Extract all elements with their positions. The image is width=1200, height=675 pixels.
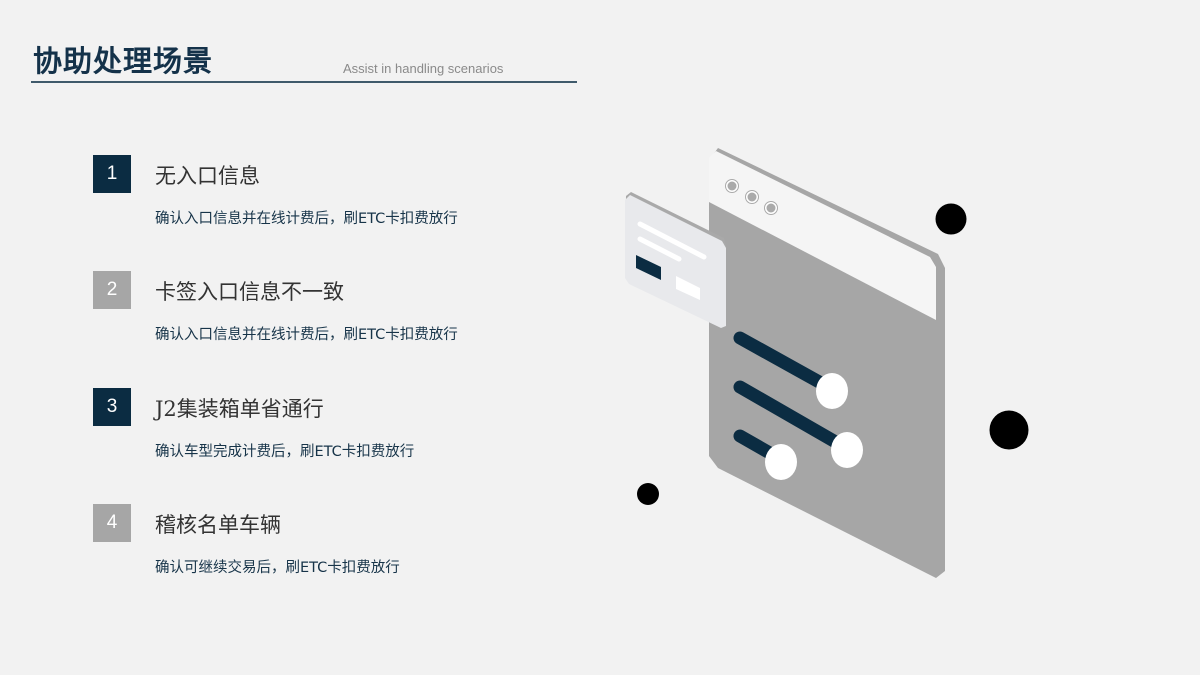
item-title: 无入口信息 xyxy=(155,164,260,188)
sliders-illustration xyxy=(733,331,863,480)
item-description: 确认入口信息并在线计费后，刷ETC卡扣费放行 xyxy=(155,327,458,343)
item-title: J2集装箱单省通行 xyxy=(155,397,324,421)
page-title: 协助处理场景 xyxy=(33,44,214,78)
item-description: 确认入口信息并在线计费后，刷ETC卡扣费放行 xyxy=(155,211,458,227)
item-title: 卡签入口信息不一致 xyxy=(155,280,344,304)
item-title: 稽核名单车辆 xyxy=(155,513,281,537)
item-description: 确认可继续交易后，刷ETC卡扣费放行 xyxy=(155,560,400,576)
decorative-dot xyxy=(989,410,1029,450)
page-subtitle: Assist in handling scenarios xyxy=(343,61,504,76)
decorative-dot xyxy=(637,483,659,505)
item-number-badge: 3 xyxy=(93,388,131,426)
card-illustration xyxy=(625,192,726,328)
item-number-badge: 1 xyxy=(93,155,131,193)
window-panel-illustration xyxy=(709,148,945,578)
item-number-badge: 4 xyxy=(93,504,131,542)
item-description: 确认车型完成计费后，刷ETC卡扣费放行 xyxy=(155,444,415,460)
decorative-dot xyxy=(935,203,967,235)
item-number-badge: 2 xyxy=(93,271,131,309)
title-divider xyxy=(31,81,577,83)
